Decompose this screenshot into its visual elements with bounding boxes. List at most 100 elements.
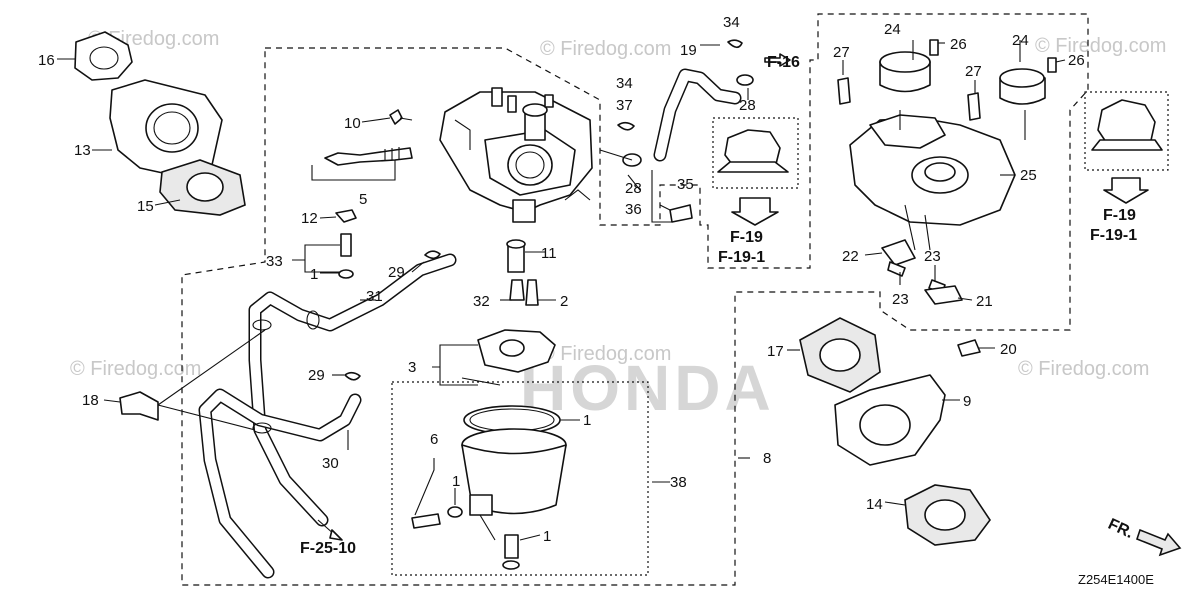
callout-23: 23 xyxy=(924,248,941,265)
screw-27a xyxy=(837,77,851,105)
insulator-assembly xyxy=(74,31,246,216)
watermark: © Firedog.com xyxy=(1018,358,1149,380)
callout-12: 12 xyxy=(301,210,318,227)
ref-part-f19-b xyxy=(1091,99,1163,151)
callout-38: 38 xyxy=(670,474,687,491)
cover-assembly xyxy=(837,39,1057,357)
screw-5 xyxy=(324,147,413,166)
ref-f19: F-19 xyxy=(730,229,763,246)
link-21 xyxy=(924,285,963,305)
ref-f19-box-a xyxy=(712,117,799,189)
float-parts xyxy=(461,329,556,386)
clip-37 xyxy=(617,121,635,131)
drawing-code: Z254E1400E xyxy=(1078,572,1154,587)
callout-1: 1 xyxy=(543,528,551,545)
callout-9: 9 xyxy=(963,393,971,410)
group-boundaries xyxy=(181,13,1169,586)
jet-33 xyxy=(340,233,352,257)
ref-arrows xyxy=(317,53,1149,541)
callout-10: 10 xyxy=(344,115,361,132)
callout-29: 29 xyxy=(308,367,325,384)
clamp-18 xyxy=(119,391,159,421)
clip-34 xyxy=(727,39,743,49)
watermark: © Firedog.com xyxy=(1035,35,1166,57)
callout-6: 6 xyxy=(430,431,438,448)
bowl-group-boundary xyxy=(391,381,649,576)
callout-19: 19 xyxy=(680,42,697,59)
direction-label: FR. xyxy=(1105,516,1136,542)
callout-27: 27 xyxy=(833,44,850,61)
lever-22 xyxy=(881,239,916,266)
callout-27: 27 xyxy=(965,63,982,80)
jet-parts xyxy=(335,209,357,279)
callout-5: 5 xyxy=(359,191,367,208)
callout-20: 20 xyxy=(1000,341,1017,358)
ref-part-f19-a xyxy=(717,129,789,173)
callout-3: 3 xyxy=(408,359,416,376)
ref-f19-1: F-19-1 xyxy=(1090,227,1137,244)
gasket-plates xyxy=(799,317,991,546)
callout-30: 30 xyxy=(322,455,339,472)
callout-33: 33 xyxy=(266,253,283,270)
needle-jets xyxy=(506,239,539,306)
callout-11: 11 xyxy=(541,245,557,262)
screw-26b xyxy=(1047,57,1057,73)
front-direction-indicator: FR. xyxy=(1105,516,1182,557)
callout-34: 34 xyxy=(616,75,633,92)
callout-34: 34 xyxy=(723,14,740,31)
screw-parts xyxy=(324,109,413,166)
gasket-16 xyxy=(74,31,133,81)
bolt-1 xyxy=(504,534,519,559)
jet-12 xyxy=(335,209,357,223)
callout-15: 15 xyxy=(137,198,154,215)
callout-35: 35 xyxy=(677,176,694,193)
float-chamber xyxy=(411,405,567,570)
drain-screw-6 xyxy=(411,513,441,529)
callout-18: 18 xyxy=(82,392,99,409)
clip-28 xyxy=(736,74,754,86)
jet-2 xyxy=(525,279,539,306)
clip-29 xyxy=(424,250,441,260)
reference-labels: F-16 F-19 F-19-1 F-19 F-19-1 F-25-10 xyxy=(300,54,1137,557)
ref-f19-box-b xyxy=(1084,91,1169,171)
callout-28: 28 xyxy=(739,97,756,114)
callout-24: 24 xyxy=(884,21,901,38)
callout-21: 21 xyxy=(976,293,993,310)
callout-17: 17 xyxy=(767,343,784,360)
callout-numbers: 16 13 15 10 5 12 33 1 29 31 3 29 18 30 1… xyxy=(38,14,1085,545)
screw-26a xyxy=(929,39,939,56)
fuel-hoses xyxy=(198,250,457,579)
callout-1: 1 xyxy=(583,412,591,429)
callout-24: 24 xyxy=(1012,32,1029,49)
watermark: © Firedog.com xyxy=(70,358,201,380)
callout-22: 22 xyxy=(842,248,859,265)
brand-watermark: HONDA xyxy=(520,352,775,424)
watermark: © Firedog.com xyxy=(540,343,671,365)
spring-23a xyxy=(887,261,906,277)
callout-16: 16 xyxy=(38,52,55,69)
clip-20 xyxy=(957,339,981,357)
main-carburetor-boundary xyxy=(181,13,1089,586)
callout-31: 31 xyxy=(366,288,383,305)
callout-25: 25 xyxy=(1020,167,1037,184)
callout-32: 32 xyxy=(473,293,490,310)
callout-1: 1 xyxy=(452,473,460,490)
callout-26: 26 xyxy=(950,36,967,53)
callout-26: 26 xyxy=(1068,52,1085,69)
callout-37: 37 xyxy=(616,97,633,114)
ref-f19: F-19 xyxy=(1103,207,1136,224)
callout-8: 8 xyxy=(763,450,771,467)
callout-14: 14 xyxy=(866,496,883,513)
screw-27b xyxy=(967,92,981,121)
callout-2: 2 xyxy=(560,293,568,310)
callout-13: 13 xyxy=(74,142,91,159)
jet-32 xyxy=(509,279,525,301)
vent-hose xyxy=(617,39,754,223)
callout-28: 28 xyxy=(625,180,642,197)
leader-lines xyxy=(57,40,1066,541)
ref-f25-10: F-25-10 xyxy=(300,540,356,557)
arrow-icon xyxy=(1136,528,1182,557)
screw-10 xyxy=(389,109,403,125)
callout-23: 23 xyxy=(892,291,909,308)
